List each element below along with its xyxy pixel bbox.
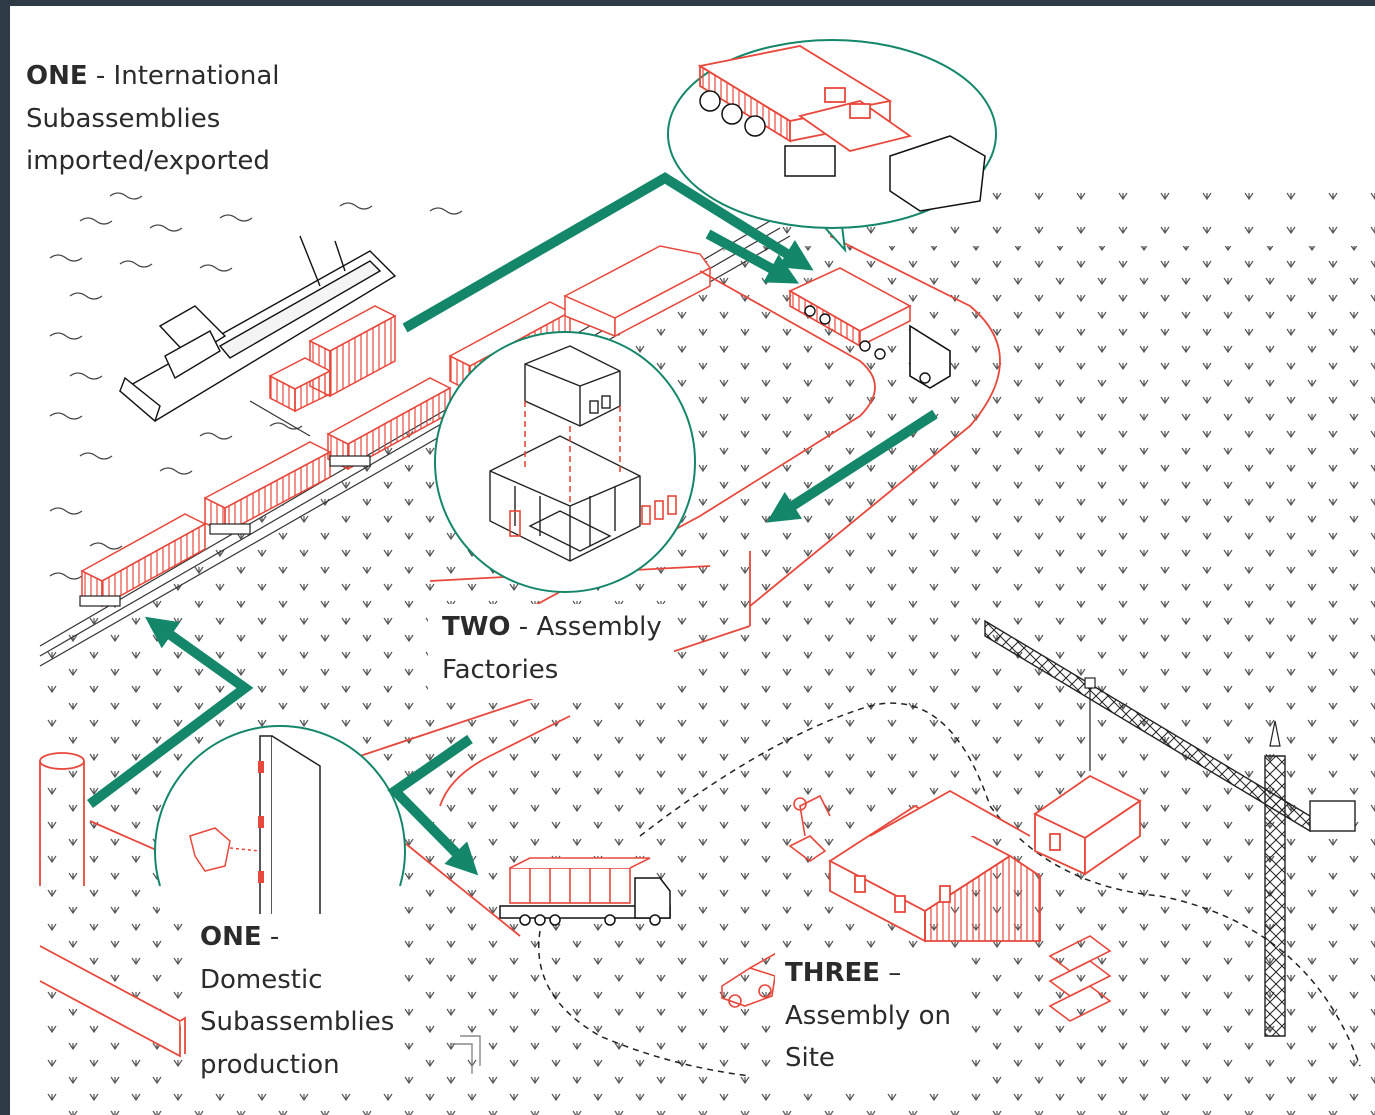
label-number: THREE: [785, 958, 881, 988]
arrow-rail-to-truck: [705, 229, 800, 284]
bubble-truck-detail: [667, 39, 997, 254]
label-line: Subassemblies: [200, 1007, 395, 1037]
label-number: ONE: [26, 61, 88, 91]
label-separator: -: [87, 61, 114, 91]
foundation-pads: [1048, 935, 1112, 1022]
truck-bottom: [499, 857, 671, 926]
cargo-ship: [118, 235, 397, 423]
telehandler: [721, 950, 781, 1008]
arrow-truck-to-factory: [766, 409, 938, 523]
water-waves: [49, 192, 463, 580]
arrow-factory-to-site: [387, 734, 479, 876]
label-line: production: [200, 1049, 340, 1080]
label-line: Assembly on: [785, 1000, 951, 1031]
site-boundary: [538, 702, 1361, 1077]
label-line: International: [113, 61, 280, 91]
arrow-domestic-to-rail: [87, 616, 254, 809]
label-separator: –: [880, 958, 902, 988]
arrow-port-to-truck: [402, 172, 814, 333]
robot-arm: [788, 794, 831, 862]
label-one-international: ONE - International Subassemblies import…: [26, 55, 280, 183]
label-two-factories: TWO - Assembly Factories: [428, 604, 674, 699]
label-three-site: THREE – Assembly on Site: [775, 950, 965, 1086]
train-containers: [80, 245, 712, 608]
hanging-module: [1033, 774, 1142, 876]
diagram-canvas: ONE - International Subassemblies import…: [10, 6, 1375, 1115]
wagon-2: [203, 441, 332, 535]
label-separator: -: [510, 612, 537, 642]
bubble-domestic-production: [154, 725, 406, 927]
label-line: imported/exported: [26, 146, 270, 176]
label-line: Domestic: [200, 964, 323, 995]
label-number: TWO: [442, 612, 511, 642]
bubble-factory-module: [434, 331, 696, 593]
truck-top: [788, 267, 951, 389]
tower-crane: [984, 619, 1356, 1037]
label-line: Factories: [442, 654, 559, 685]
logistics-illustration: [39, 39, 1375, 1115]
red-wall: [39, 945, 186, 1058]
label-number: ONE: [200, 922, 262, 952]
site-modules: [828, 789, 1041, 943]
label-separator: -: [261, 922, 280, 952]
label-line: Assembly: [536, 612, 662, 642]
label-line: Subassemblies: [26, 103, 221, 134]
locomotive: [563, 245, 712, 338]
label-one-domestic: ONE - Domestic Subassemblies production: [190, 914, 405, 1090]
container-stack: [268, 305, 397, 413]
flow-arrows: [87, 172, 938, 876]
silo: [39, 752, 85, 886]
foundation-corner: [450, 1035, 481, 1074]
wagon-bogies: [79, 455, 371, 607]
label-line: Site: [785, 1043, 835, 1073]
